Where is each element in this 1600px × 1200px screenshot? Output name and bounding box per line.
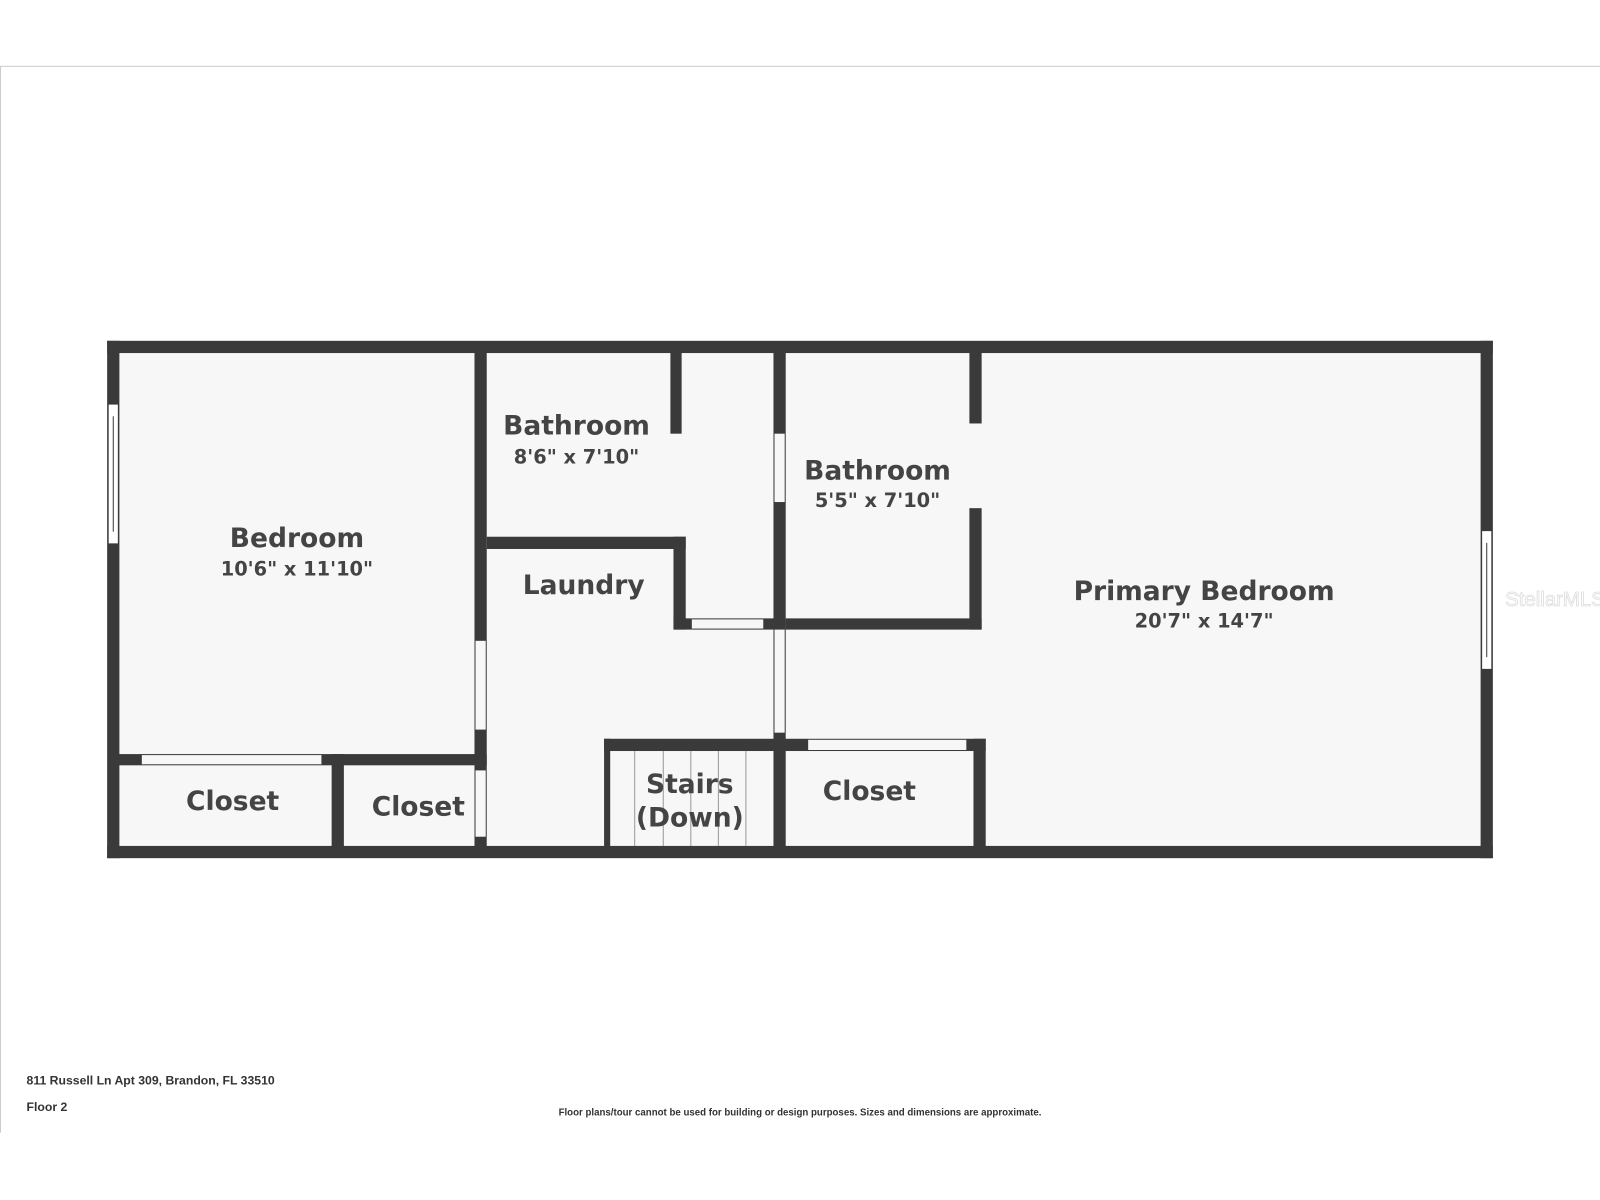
room-name-closet-1: Closet [186,786,280,817]
room-dims-bathroom-2: 5'5" x 7'10" [815,489,940,512]
room-name-bathroom-1: Bathroom [503,411,650,442]
room-name-stairs: Stairs [646,769,734,800]
room-dims-primary-bedroom: 20'7" x 14'7" [1135,610,1274,633]
room-dims-bedroom: 10'6" x 11'10" [221,558,373,581]
room-name-bedroom: Bedroom [230,523,364,554]
stair-treads [634,751,747,846]
address: 811 Russell Ln Apt 309, Brandon, FL 3351… [27,1074,275,1088]
room-sub-stairs: (Down) [636,803,744,834]
disclaimer: Floor plans/tour cannot be used for buil… [559,1107,1042,1118]
room-dims-bathroom-1: 8'6" x 7'10" [514,445,639,468]
watermark: StellarMLS [1505,589,1600,611]
room-name-primary-bedroom: Primary Bedroom [1074,576,1335,607]
floor-label: Floor 2 [27,1100,68,1114]
room-name-bathroom-2: Bathroom [804,456,951,487]
room-name-closet-3: Closet [823,776,917,807]
room-name-closet-2: Closet [372,791,466,822]
room-name-laundry: Laundry [523,570,645,601]
windows [107,403,1493,670]
